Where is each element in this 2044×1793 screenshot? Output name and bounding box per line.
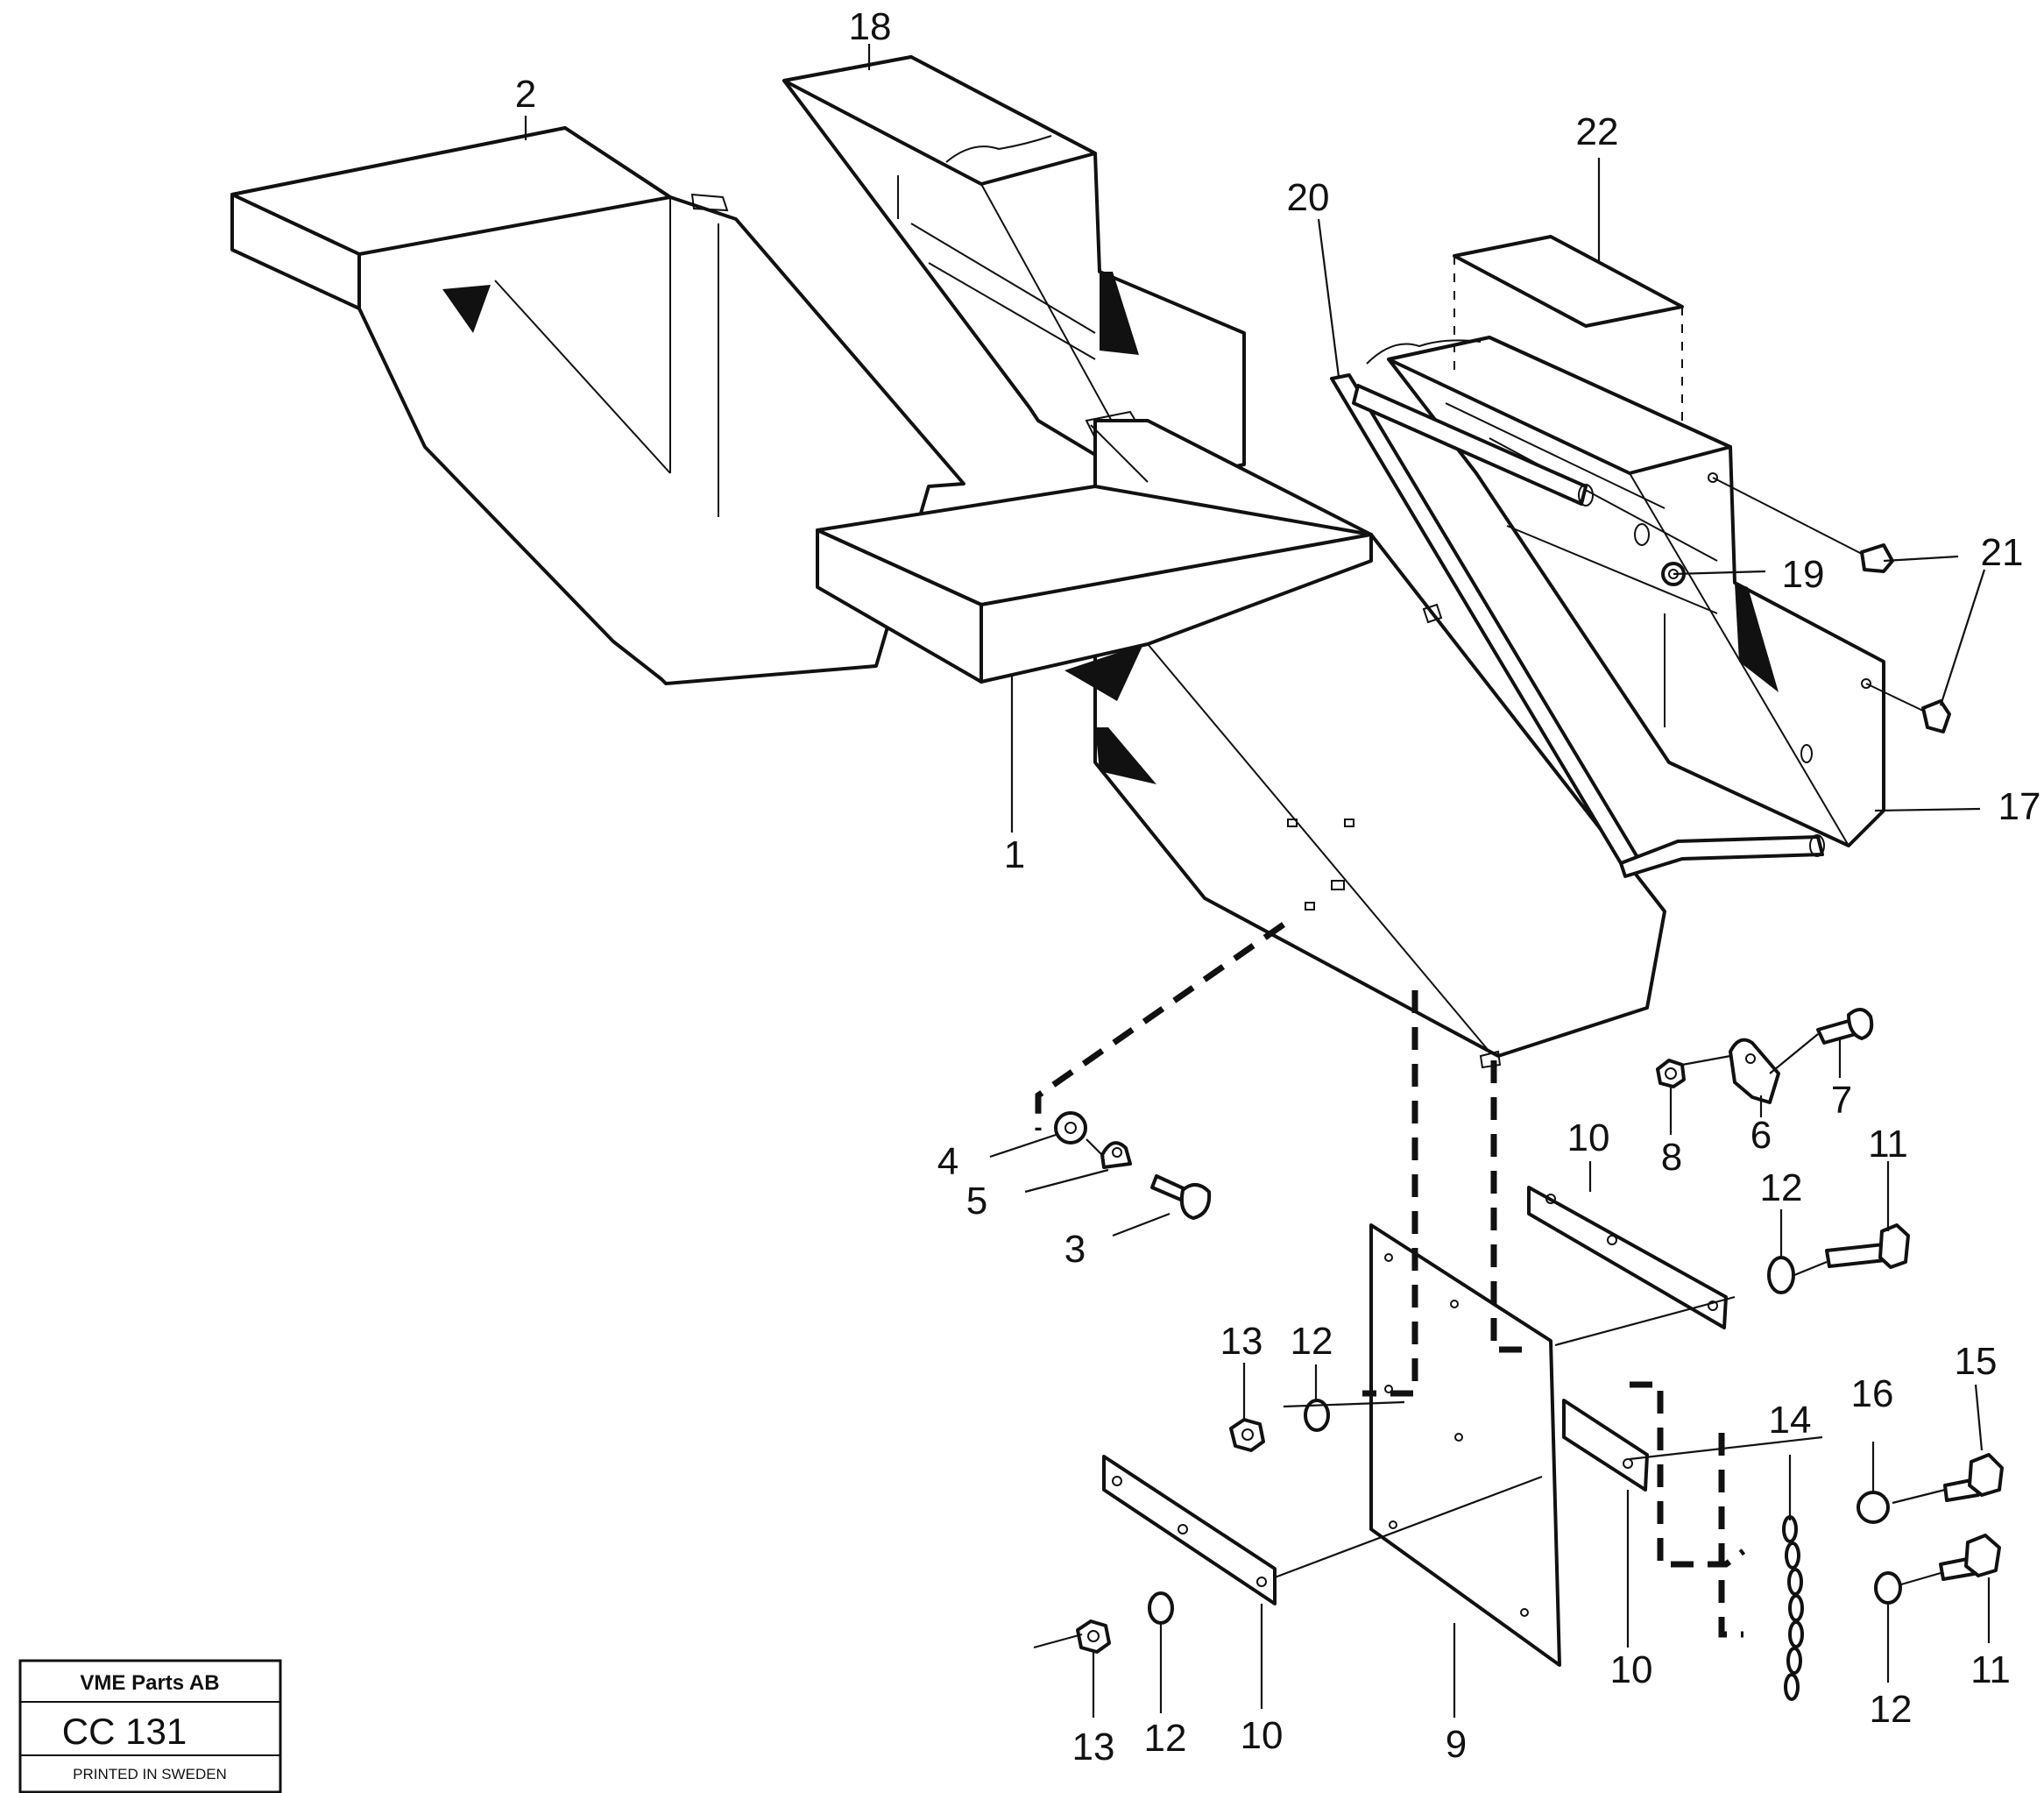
stamp-code: CC 131	[62, 1711, 187, 1752]
callout-12-middle: 12	[1291, 1320, 1333, 1363]
callout-3: 3	[1064, 1228, 1086, 1271]
nuts-part-13	[1076, 1418, 1265, 1654]
bolt-part-7	[1816, 1008, 1874, 1045]
callout-7: 7	[1831, 1079, 1852, 1122]
callout-15: 15	[1955, 1340, 1998, 1383]
callout-1: 1	[1004, 833, 1025, 876]
callout-19: 19	[1782, 553, 1825, 596]
title-stamp: VME Parts AB CC 131 PRINTED IN SWEDEN	[18, 1659, 282, 1793]
callout-14: 14	[1769, 1399, 1812, 1442]
callout-21: 21	[1981, 531, 2024, 574]
callout-22: 22	[1576, 110, 1619, 153]
lid-part-22	[1453, 235, 1684, 421]
stamp-company: VME Parts AB	[80, 1671, 219, 1695]
callout-6: 6	[1750, 1114, 1772, 1157]
bolt-part-15	[1943, 1453, 2004, 1502]
callout-2: 2	[515, 73, 536, 116]
callout-12-lower-right: 12	[1870, 1688, 1913, 1731]
callout-9: 9	[1446, 1723, 1467, 1766]
bolt-part-11-lower	[1939, 1534, 2001, 1581]
callout-13-lower: 13	[1072, 1726, 1115, 1768]
callout-10-middle: 10	[1610, 1648, 1653, 1691]
assembly-dashed-lines	[1035, 922, 1746, 1638]
callout-4: 4	[937, 1140, 958, 1183]
callout-leaders	[524, 44, 1991, 1718]
callout-13-upper: 13	[1220, 1320, 1263, 1363]
callout-17: 17	[1998, 785, 2041, 828]
callout-11-upper: 11	[1868, 1123, 1908, 1166]
bolt-part-11-upper	[1825, 1223, 1910, 1269]
callout-12-upper: 12	[1760, 1166, 1803, 1209]
plate-part-9	[1369, 1223, 1561, 1667]
step-part-2	[230, 126, 965, 685]
step-part-1	[816, 419, 1666, 1069]
callout-16: 16	[1851, 1372, 1894, 1415]
strap-part-10-middle	[1562, 1399, 1649, 1492]
stamp-printed: PRINTED IN SWEDEN	[73, 1766, 227, 1782]
rail-part-20	[1330, 373, 1825, 878]
strap-part-10-lower	[1102, 1455, 1277, 1605]
bolt-part-21	[1712, 477, 1951, 734]
nut-part-8	[1656, 1059, 1686, 1088]
callout-12-lower-left: 12	[1144, 1717, 1187, 1760]
callout-10-upper: 10	[1567, 1116, 1610, 1159]
callout-11-lower: 11	[1970, 1648, 2011, 1691]
callout-8: 8	[1661, 1136, 1682, 1179]
assembly-thin-lines	[1033, 1033, 1946, 1649]
callout-18: 18	[849, 5, 892, 48]
fastener-set-3-4-5	[1054, 1111, 1212, 1220]
callout-5: 5	[966, 1180, 987, 1222]
callout-labels: 2 18 22 20 19 21 17 1 7 6 8 4 5 3 10 11 …	[515, 5, 2041, 1768]
callout-10-lower: 10	[1241, 1714, 1284, 1757]
chain-part-14	[1782, 1515, 1804, 1701]
toolbox-part-18	[782, 55, 1246, 488]
callout-20: 20	[1287, 176, 1330, 219]
strap-part-10-upper	[1527, 1186, 1728, 1329]
